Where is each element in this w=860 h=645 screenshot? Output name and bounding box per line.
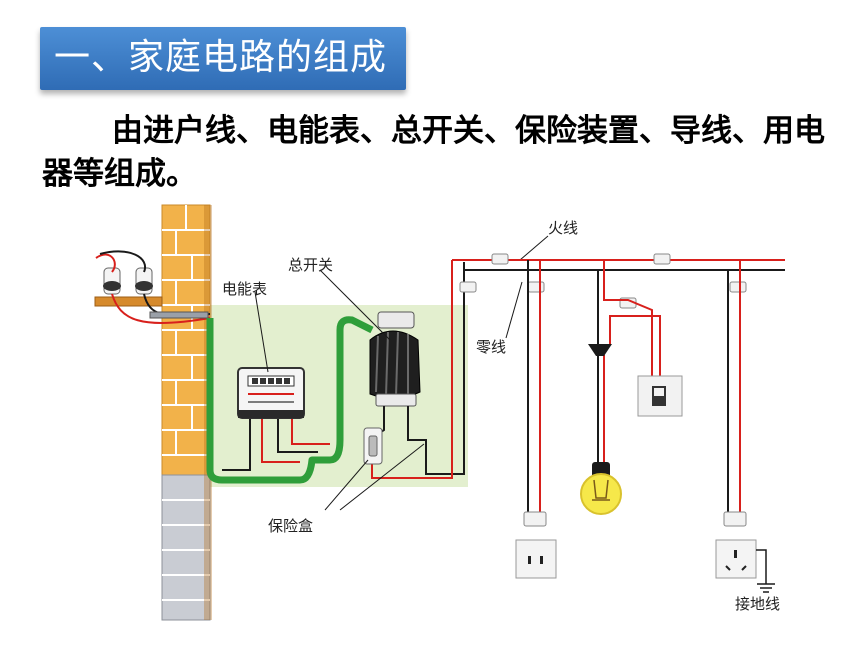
brick-wall	[161, 204, 212, 621]
intro-text: 由进户线、电能表、总开关、保险装置、导线、用电器等组成。	[42, 113, 825, 192]
label-ground-wire: 接地线	[735, 595, 780, 613]
ground-icon	[757, 583, 775, 593]
page-title: 一、家庭电路的组成	[54, 37, 388, 78]
household-circuit-diagram: 电能表 总开关 保险盒 火线 零线 接地线	[94, 204, 785, 621]
label-main-switch: 总开关	[288, 256, 333, 274]
electric-meter	[237, 367, 305, 419]
label-fuse-box: 保险盒	[268, 517, 313, 535]
main-switch	[369, 311, 421, 407]
fuse-box	[363, 427, 383, 465]
label-meter: 电能表	[222, 280, 267, 298]
three-prong-outlet	[715, 539, 767, 584]
light-switch	[637, 375, 683, 417]
outdoor-insulators	[94, 250, 211, 325]
intro-paragraph: 由进户线、电能表、总开关、保险装置、导线、用电器等组成。	[42, 110, 832, 196]
label-live-wire: 火线	[548, 219, 578, 237]
two-prong-outlet	[515, 539, 557, 579]
light-bulb	[580, 344, 622, 515]
incoming-cable	[206, 316, 374, 484]
title-banner: 一、家庭电路的组成	[40, 27, 406, 90]
label-neutral-wire: 零线	[476, 338, 506, 356]
